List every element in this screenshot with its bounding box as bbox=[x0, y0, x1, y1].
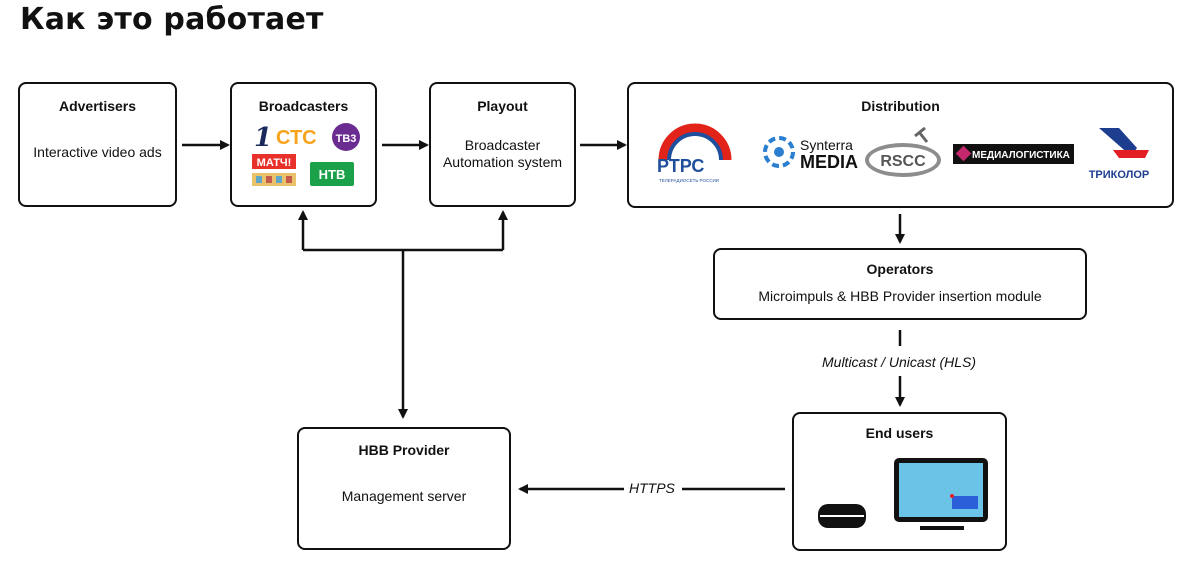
broadcasters-box: Broadcasters 1 СТС ТВ3 МАТЧ! НТВ bbox=[230, 82, 377, 207]
rscc-logo: RSCC bbox=[865, 126, 941, 177]
end-users-box: End users bbox=[792, 412, 1007, 551]
playout-subtitle-line1: Broadcaster bbox=[464, 137, 541, 153]
distribution-box: Distribution РТРС ТЕЛЕРАДИОСЕТЬ РОССИИ S… bbox=[627, 82, 1174, 208]
perviy-logo: 1 bbox=[254, 123, 272, 153]
hbb-provider-subtitle: Management server bbox=[341, 488, 467, 504]
rtrs-tagline: ТЕЛЕРАДИОСЕТЬ РОССИИ bbox=[659, 178, 719, 183]
rtrs-wordmark: РТРС bbox=[657, 156, 704, 176]
match-logo: МАТЧ! bbox=[257, 157, 292, 169]
end-users-title: End users bbox=[865, 425, 934, 441]
advertisers-subtitle: Interactive video ads bbox=[33, 144, 162, 160]
advertisers-title: Advertisers bbox=[58, 98, 137, 114]
medialogistika-wordmark: МЕДИАЛОГИСТИКА bbox=[972, 150, 1070, 161]
end-user-devices bbox=[818, 458, 988, 530]
synterra-logo: Synterra MEDIA bbox=[763, 136, 858, 172]
playout-title: Playout bbox=[477, 98, 528, 114]
ntv-logo: НТВ bbox=[319, 167, 346, 182]
hbb-provider-title: HBB Provider bbox=[358, 442, 450, 458]
rscc-wordmark: RSCC bbox=[880, 153, 926, 170]
advertisers-box: Advertisers Interactive video ads bbox=[18, 82, 177, 207]
tv3-logo-circle bbox=[332, 123, 360, 151]
distribution-logos: РТРС ТЕЛЕРАДИОСЕТЬ РОССИИ Synterra MEDIA… bbox=[657, 123, 1150, 183]
ntv-logo-bg bbox=[310, 162, 354, 186]
broadcaster-logos: 1 СТС ТВ3 МАТЧ! НТВ bbox=[252, 123, 360, 186]
operators-title: Operators bbox=[866, 261, 934, 277]
broadcasters-title: Broadcasters bbox=[258, 98, 349, 114]
synterra-wordmark-top: Synterra bbox=[800, 137, 853, 153]
operators-box: Operators Microimpuls & HBB Provider ins… bbox=[713, 248, 1087, 320]
playout-subtitle-line2: Automation system bbox=[442, 154, 563, 170]
rtrs-logo: РТРС ТЕЛЕРАДИОСЕТЬ РОССИИ bbox=[657, 123, 732, 183]
tv3-logo: ТВ3 bbox=[336, 133, 357, 145]
tv-channel-strip-icon bbox=[252, 173, 296, 186]
tricolor-logo: ТРИКОЛОР bbox=[1089, 128, 1150, 181]
match-logo-bg bbox=[252, 154, 296, 169]
https-label: HTTPS bbox=[625, 480, 679, 496]
medialogistika-logo: МЕДИАЛОГИСТИКА bbox=[953, 144, 1074, 164]
distribution-title: Distribution bbox=[861, 98, 940, 114]
operators-subtitle: Microimpuls & HBB Provider insertion mod… bbox=[758, 288, 1042, 304]
playout-box: Playout Broadcaster Automation system bbox=[429, 82, 576, 207]
ctc-logo: СТС bbox=[276, 127, 317, 149]
tv-monitor-icon bbox=[894, 458, 988, 530]
tricolor-wordmark: ТРИКОЛОР bbox=[1089, 169, 1150, 181]
set-top-box-icon bbox=[818, 504, 866, 528]
page-title: Как это работает bbox=[20, 2, 324, 37]
hbb-provider-box: HBB Provider Management server bbox=[297, 427, 511, 550]
synterra-wordmark-bottom: MEDIA bbox=[800, 152, 858, 172]
multicast-unicast-label: Multicast / Unicast (HLS) bbox=[818, 354, 981, 370]
